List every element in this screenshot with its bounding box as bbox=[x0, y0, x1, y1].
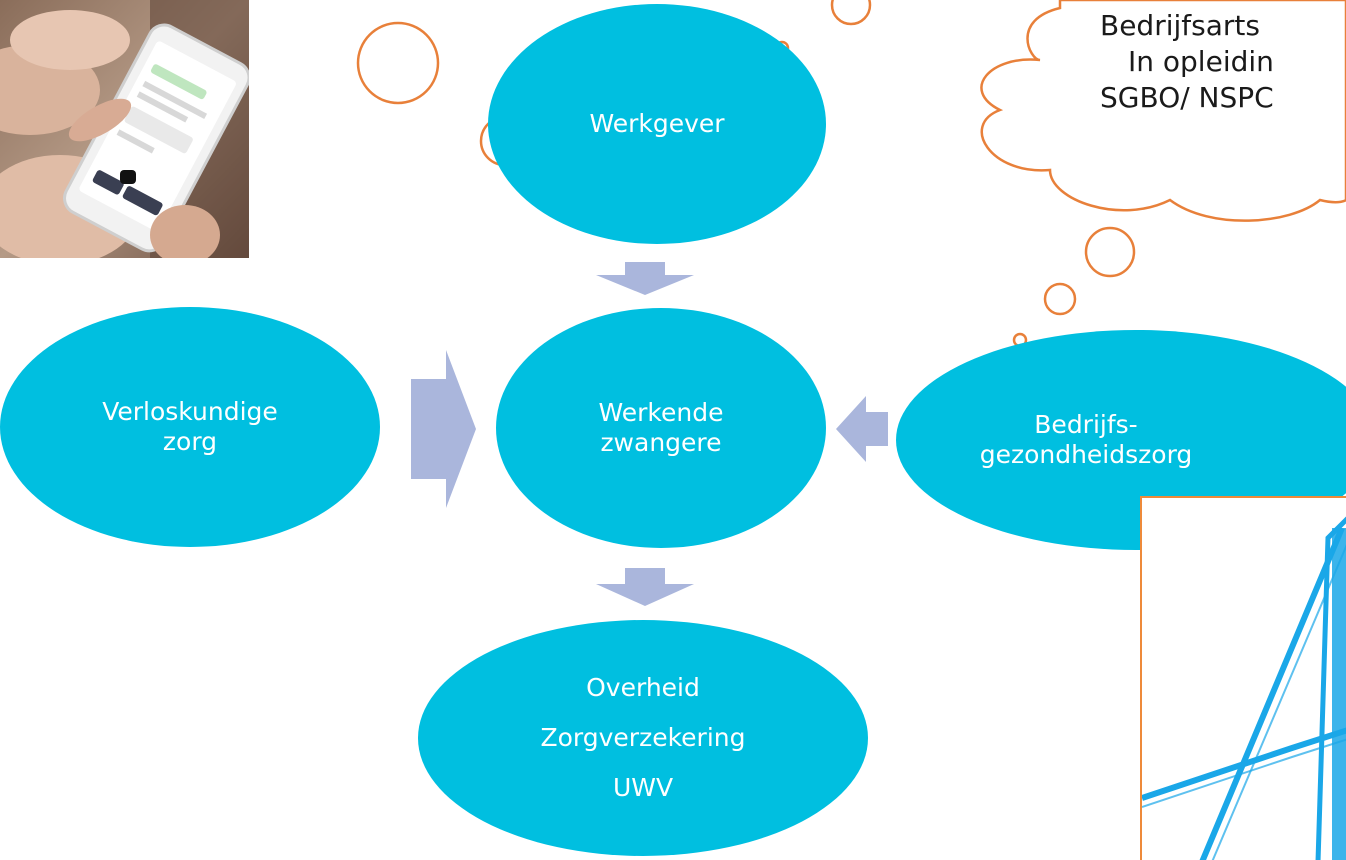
node-werkgever: Werkgever bbox=[488, 4, 826, 244]
bubble-circle bbox=[830, 0, 872, 26]
node-werkgever-label: Werkgever bbox=[589, 109, 725, 138]
cloud-line-2: In opleidin bbox=[1128, 45, 1274, 78]
cloud-line-3: SGBO/ NSPC bbox=[1100, 81, 1274, 114]
node-verloskundige-zorg: Verloskundige zorg bbox=[0, 307, 380, 547]
node-bedrijf-line-2: gezondheidszorg bbox=[979, 440, 1193, 469]
node-center-line-1: Werkende bbox=[598, 398, 724, 427]
node-bedrijf-line-1: Bedrijfs- bbox=[1034, 410, 1138, 439]
cloud-line-1: Bedrijfsarts bbox=[1100, 9, 1260, 42]
node-verlos-line-1: Verloskundige bbox=[102, 397, 278, 426]
node-overheid: Overheid Zorgverzekering UWV bbox=[418, 620, 868, 856]
bubble-circle bbox=[1043, 282, 1077, 316]
bubble-circle bbox=[1084, 226, 1136, 278]
node-werkende-zwangere: Werkende zwangere bbox=[496, 308, 826, 548]
node-bottom-line-2: Zorgverzekering bbox=[540, 723, 746, 752]
logo-a-icon bbox=[1142, 516, 1346, 860]
node-verlos-line-2: zorg bbox=[162, 427, 218, 456]
node-bottom-line-1: Overheid bbox=[586, 673, 700, 702]
logo-box bbox=[1140, 496, 1346, 860]
node-bottom-line-3: UWV bbox=[612, 773, 674, 802]
thought-cloud bbox=[980, 0, 1346, 222]
arrow-down-top bbox=[596, 262, 694, 295]
arrow-down-bottom bbox=[596, 568, 694, 606]
bubble-circle bbox=[356, 21, 440, 105]
cloud-text: Bedrijfsarts In opleidin SGBO/ NSPC bbox=[1100, 8, 1274, 116]
phone-photo bbox=[0, 0, 249, 258]
arrow-right-left bbox=[411, 350, 476, 508]
node-center-line-2: zwangere bbox=[600, 428, 722, 457]
arrow-left-right bbox=[836, 396, 888, 462]
